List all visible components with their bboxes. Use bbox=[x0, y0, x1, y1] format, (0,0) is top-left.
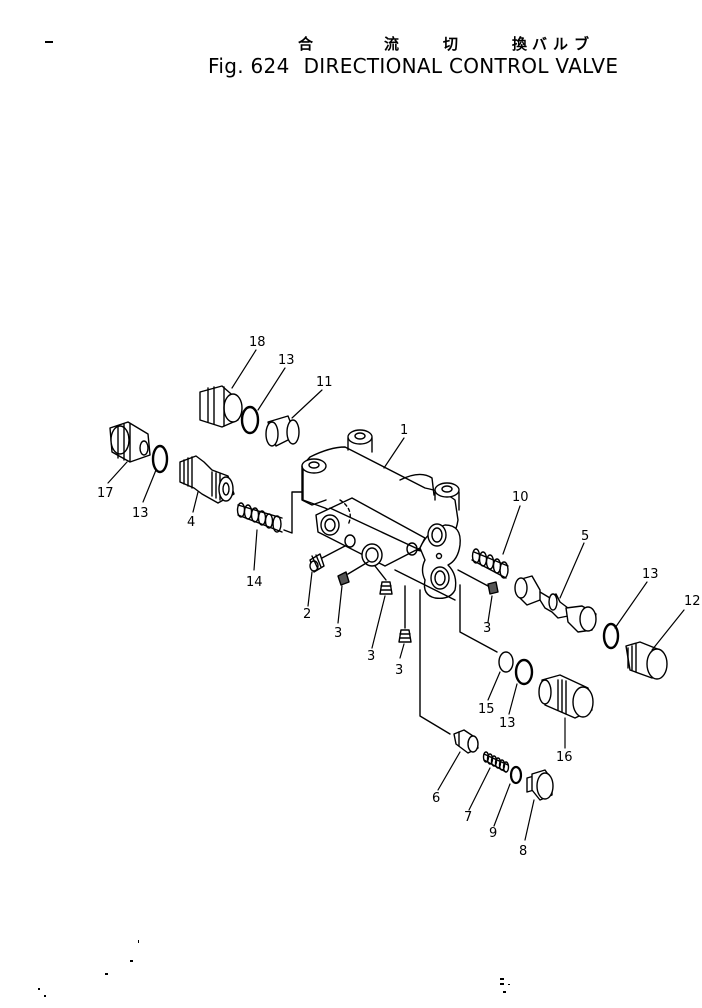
part-3-plug-c bbox=[398, 629, 412, 643]
part-3-plug-d bbox=[487, 581, 499, 595]
guide-line bbox=[283, 491, 303, 534]
scan-mark bbox=[45, 41, 53, 43]
callout-13: 13 bbox=[278, 353, 295, 368]
part-3-plug-b bbox=[379, 581, 393, 595]
part-13-o-ring-right bbox=[602, 622, 620, 650]
part-18-plug bbox=[199, 385, 243, 428]
callout-1: 1 bbox=[400, 423, 408, 438]
callout-14: 14 bbox=[246, 575, 263, 590]
part-9-o-ring bbox=[509, 765, 523, 785]
callout-8: 8 bbox=[519, 844, 527, 859]
part-6-poppet bbox=[453, 729, 479, 754]
callout-18: 18 bbox=[249, 335, 266, 350]
part-7-spring bbox=[482, 751, 510, 773]
part-17-plug bbox=[109, 421, 151, 463]
guide-line bbox=[459, 584, 498, 653]
jp-char-1: 合 bbox=[298, 35, 314, 53]
callout-16: 16 bbox=[556, 750, 573, 765]
jp-char-3: 切 bbox=[443, 35, 459, 53]
callout-3: 3 bbox=[483, 621, 491, 636]
callout-labels: 18 13 11 1 17 13 4 14 10 5 13 12 2 3 3 3… bbox=[97, 335, 701, 859]
part-14-spring bbox=[236, 502, 283, 533]
callout-3: 3 bbox=[367, 649, 375, 664]
callout-15: 15 bbox=[478, 702, 495, 717]
guide-line bbox=[321, 545, 346, 559]
part-10-spring bbox=[471, 548, 509, 579]
japanese-title: 合 流 切 換 バルブ bbox=[0, 33, 702, 53]
callout-10: 10 bbox=[512, 490, 529, 505]
figure-title: DIRECTIONAL CONTROL VALVE bbox=[303, 54, 619, 78]
part-15-ball-seat bbox=[498, 651, 514, 673]
callout-7: 7 bbox=[464, 810, 472, 825]
part-12-plug bbox=[625, 641, 668, 680]
jp-char-4: 換 bbox=[512, 35, 528, 53]
callout-12: 12 bbox=[684, 594, 701, 609]
page-title: Fig. 624 DIRECTIONAL CONTROL VALVE bbox=[208, 54, 618, 78]
scan-specks bbox=[38, 940, 510, 997]
part-4-sleeve bbox=[179, 455, 235, 504]
callout-13: 13 bbox=[642, 567, 659, 582]
guide-line bbox=[419, 589, 451, 735]
part-5-spool bbox=[514, 575, 597, 633]
callout-13: 13 bbox=[499, 716, 516, 731]
part-3-plug-a bbox=[337, 571, 350, 586]
guide-line bbox=[457, 569, 489, 587]
callout-3: 3 bbox=[395, 663, 403, 678]
guide-line bbox=[374, 565, 387, 581]
figure-number: Fig. 624 bbox=[208, 54, 290, 78]
callout-17: 17 bbox=[97, 486, 114, 501]
callout-5: 5 bbox=[581, 529, 589, 544]
part-11-collar bbox=[265, 415, 300, 447]
callout-11: 11 bbox=[316, 375, 333, 390]
callout-4: 4 bbox=[187, 515, 195, 530]
guide-line bbox=[347, 561, 369, 575]
jp-char-5: バルブ bbox=[532, 35, 596, 53]
part-2-plug bbox=[309, 553, 325, 573]
part-13-o-ring-top bbox=[240, 405, 260, 435]
callout-13: 13 bbox=[132, 506, 149, 521]
jp-char-2: 流 bbox=[384, 35, 400, 53]
part-8-plug bbox=[526, 769, 554, 801]
part-13-o-ring-left bbox=[151, 444, 169, 474]
callout-6: 6 bbox=[432, 791, 440, 806]
guide-line bbox=[394, 569, 456, 601]
callout-2: 2 bbox=[303, 607, 311, 622]
part-16-plug bbox=[538, 674, 594, 719]
leader-lines bbox=[107, 349, 685, 841]
part-13-o-ring-lower bbox=[514, 658, 534, 686]
callout-3: 3 bbox=[334, 626, 342, 641]
callout-9: 9 bbox=[489, 826, 497, 841]
part-1-valve-body bbox=[301, 429, 461, 600]
